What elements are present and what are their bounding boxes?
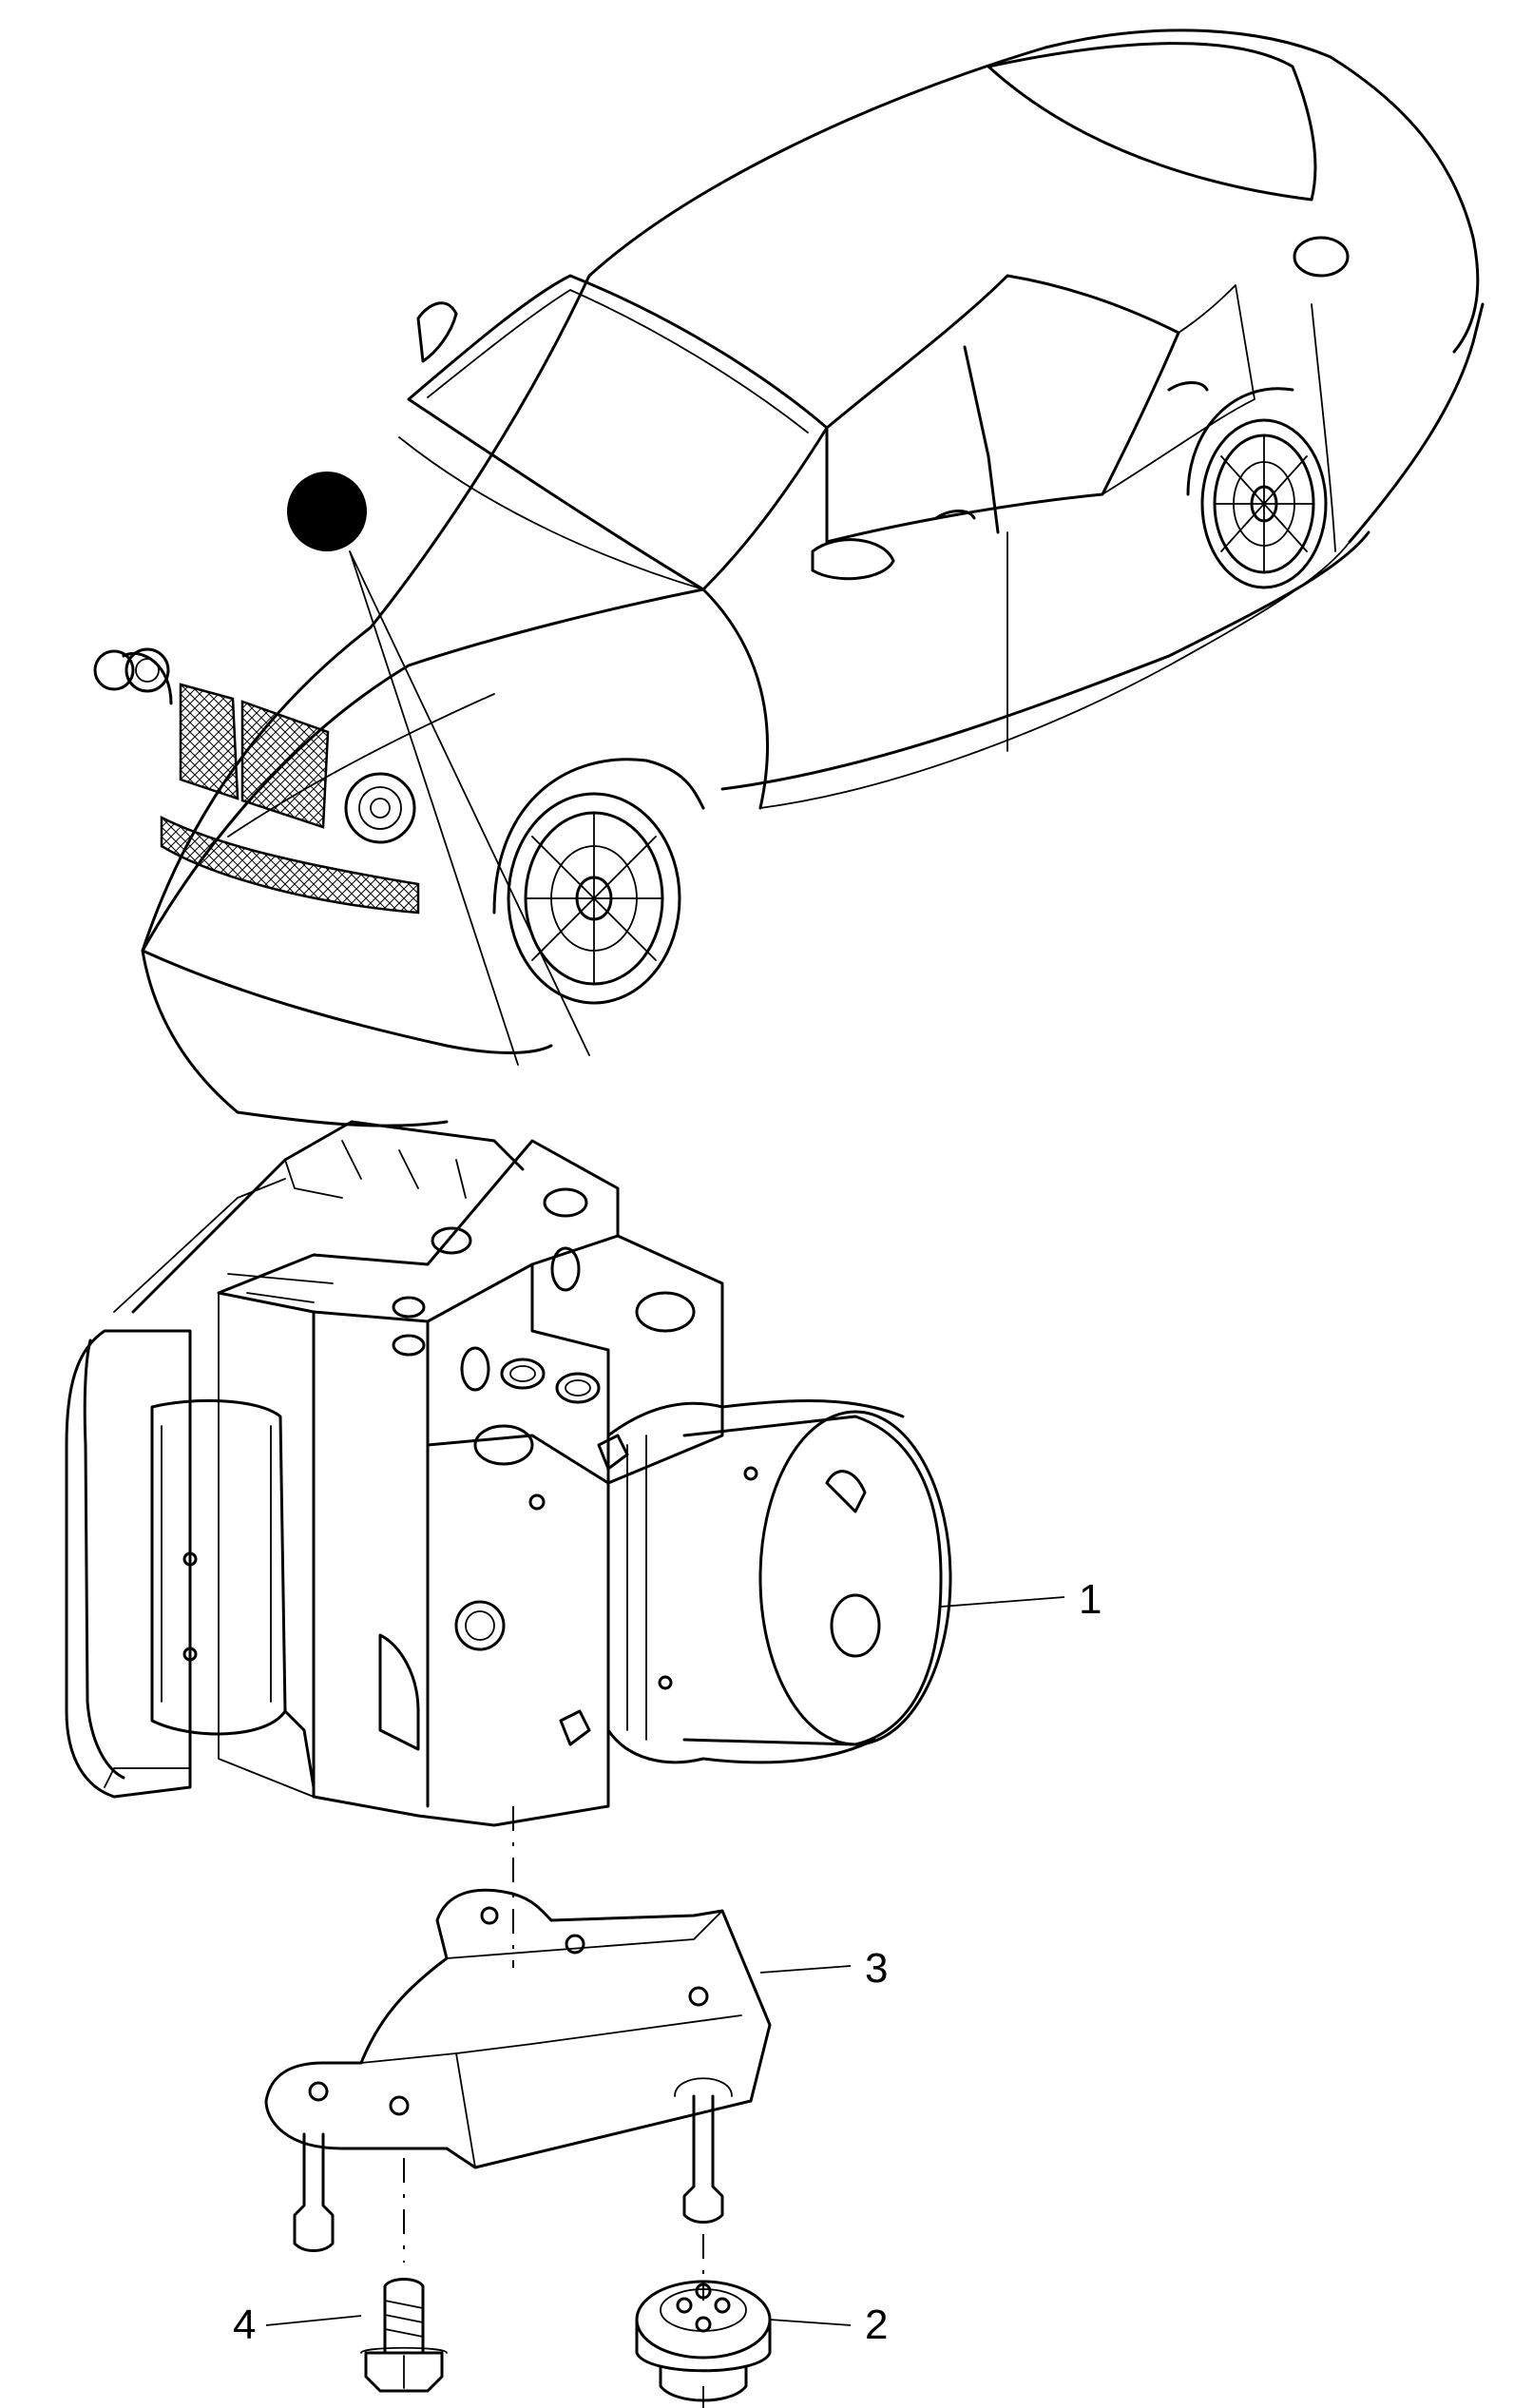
callout-label: 2: [865, 2302, 888, 2348]
callout-2: 2: [769, 2302, 888, 2348]
callout-label: 1: [1079, 1576, 1102, 1623]
callout-label: 3: [865, 1945, 888, 1992]
bolt: [360, 2278, 448, 2393]
callout-4: 4: [233, 2302, 362, 2348]
callout-3: 3: [759, 1945, 888, 1992]
mounting-bracket: [264, 1888, 772, 2252]
callout-label: 4: [233, 2302, 256, 2348]
vehicle-overview: [93, 29, 1485, 1127]
callout-1: 1: [940, 1576, 1102, 1623]
component-location-marker: [287, 472, 367, 551]
rear-wheel: [1200, 418, 1328, 589]
hydraulic-unit: [65, 1120, 952, 1827]
front-wheel: [507, 792, 681, 1005]
